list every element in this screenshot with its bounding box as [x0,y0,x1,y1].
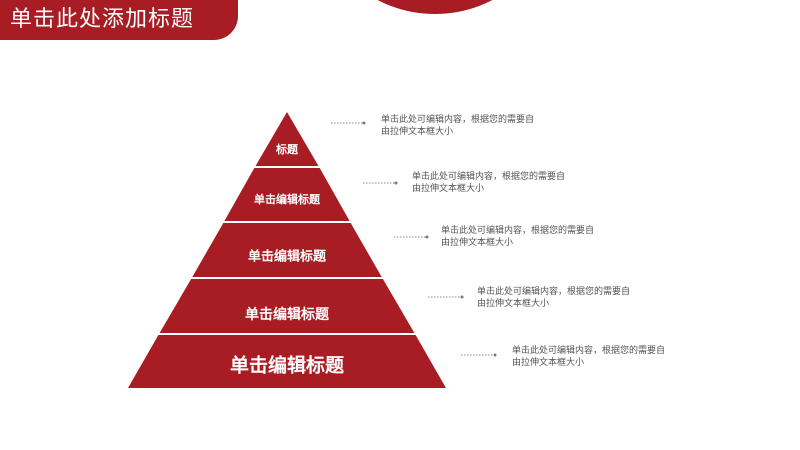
title-banner: 单击此处添加标题 [0,0,238,40]
slide-title[interactable]: 单击此处添加标题 [10,7,195,32]
description-text-2[interactable]: 单击此处可编辑内容，根据您的需要自由拉伸文本框大小 [412,172,566,194]
leader-dot-4 [460,295,464,299]
leader-dot-1 [362,121,366,125]
leader-dot-5 [493,353,497,357]
tier-3-label[interactable]: 单击编辑标题 [247,249,327,265]
description-text-5[interactable]: 单击此处可编辑内容，根据您的需要自由拉伸文本框大小 [512,346,666,368]
pyramid-tier-3[interactable] [192,223,382,277]
tier-1-label[interactable]: 标题 [276,143,298,156]
pyramid-tier-4[interactable] [159,279,415,333]
tier-5-label[interactable]: 单击编辑标题 [229,354,345,377]
description-text-1[interactable]: 单击此处可编辑内容，根据您的需要自由拉伸文本框大小 [381,115,535,137]
pyramid-tier-1[interactable] [255,112,319,166]
description-text-4[interactable]: 单击此处可编辑内容，根据您的需要自由拉伸文本框大小 [477,287,631,309]
leader-dot-3 [425,235,429,239]
tier-4-label[interactable]: 单击编辑标题 [245,307,329,323]
pyramid-tier-5[interactable] [128,335,446,388]
tier-2-label[interactable]: 单击编辑标题 [254,193,320,206]
description-text-3[interactable]: 单击此处可编辑内容，根据您的需要自由拉伸文本框大小 [441,226,595,248]
pyramid-tier-2[interactable] [224,168,350,221]
leader-dot-2 [394,181,398,185]
